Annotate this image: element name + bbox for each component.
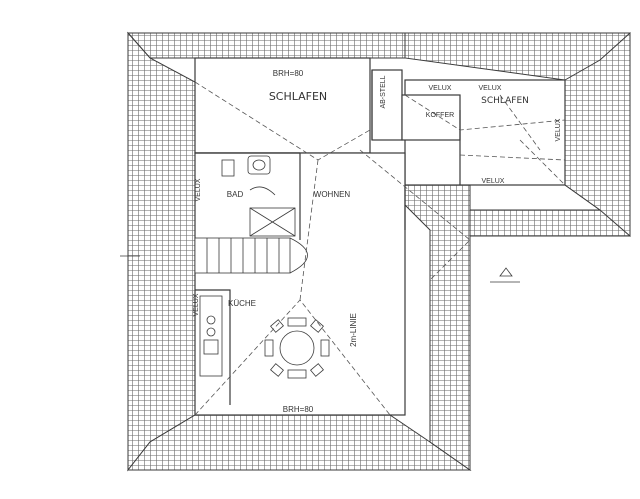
label-velux-kueche: VELUX <box>193 293 200 316</box>
roof-ridge-lines <box>194 81 566 416</box>
label-brh-top: BRH=80 <box>273 69 304 78</box>
section-markers <box>120 255 520 283</box>
roof-eaves <box>126 31 631 472</box>
staircase <box>194 237 308 274</box>
label-abstell: AB-STELL <box>380 75 387 108</box>
label-bad: BAD <box>227 190 244 199</box>
label-velux-1: VELUX <box>429 85 452 92</box>
roof-hatch-left <box>127 31 196 472</box>
label-koffer: KOFFER <box>426 112 454 119</box>
room-koffer <box>401 94 461 141</box>
kitchen-counter <box>199 295 223 377</box>
roof-hatch-top <box>126 32 406 59</box>
label-schlafen-main: SCHLAFEN <box>269 90 327 103</box>
room-schlafen-main <box>194 57 371 154</box>
label-velux-bad: VELUX <box>195 178 202 201</box>
label-velux-right: VELUX <box>555 118 562 141</box>
room-abstell <box>371 69 403 141</box>
dining-table <box>264 317 330 379</box>
label-velux-bottom: VELUX <box>482 178 505 185</box>
label-schlafen-right: SCHLAFEN <box>481 96 529 106</box>
bathroom-fixtures <box>221 155 296 237</box>
label-kueche: KÜCHE <box>228 299 256 308</box>
label-velux-2: VELUX <box>479 85 502 92</box>
label-brh-bottom: BRH=80 <box>283 405 314 414</box>
label-wohnen: WOHNEN <box>314 190 351 199</box>
roof-hatch-right-wing <box>404 184 471 471</box>
label-2m-linie: 2m-LINIE <box>349 313 358 347</box>
